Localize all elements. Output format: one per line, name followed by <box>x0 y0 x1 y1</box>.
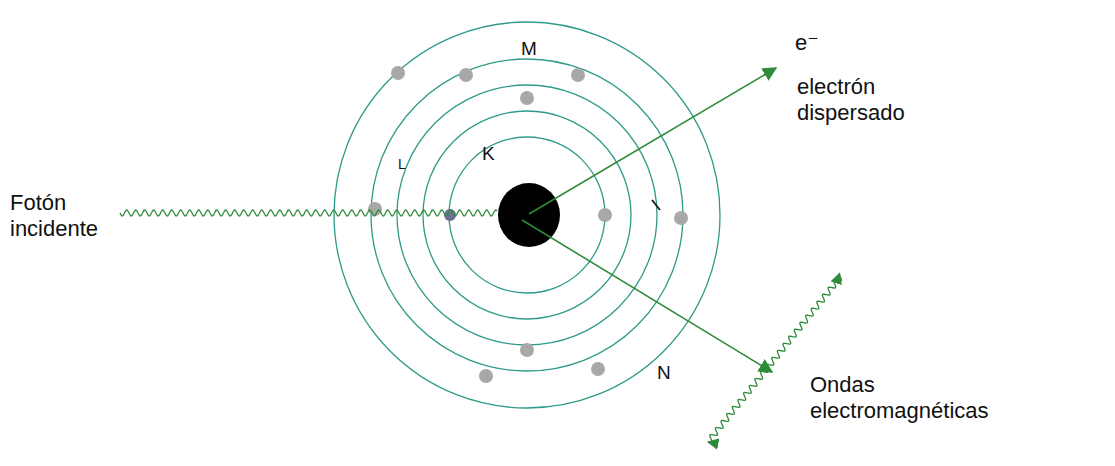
photon-label: Fotón incidente <box>10 190 125 243</box>
scattered-electron-arrow <box>529 68 776 214</box>
shell-label: L <box>398 156 406 173</box>
electron-label: electrón dispersado <box>797 74 917 127</box>
wave-label: Ondas electromagnéticas <box>810 372 1015 425</box>
shell-label: N <box>657 362 671 385</box>
mark <box>652 200 660 210</box>
shell-label: M <box>521 38 537 61</box>
incident-photon <box>120 210 497 216</box>
shell-label: K <box>482 143 495 166</box>
electron-symbol: e⁻ <box>795 30 819 56</box>
emission-arrow <box>522 220 772 372</box>
